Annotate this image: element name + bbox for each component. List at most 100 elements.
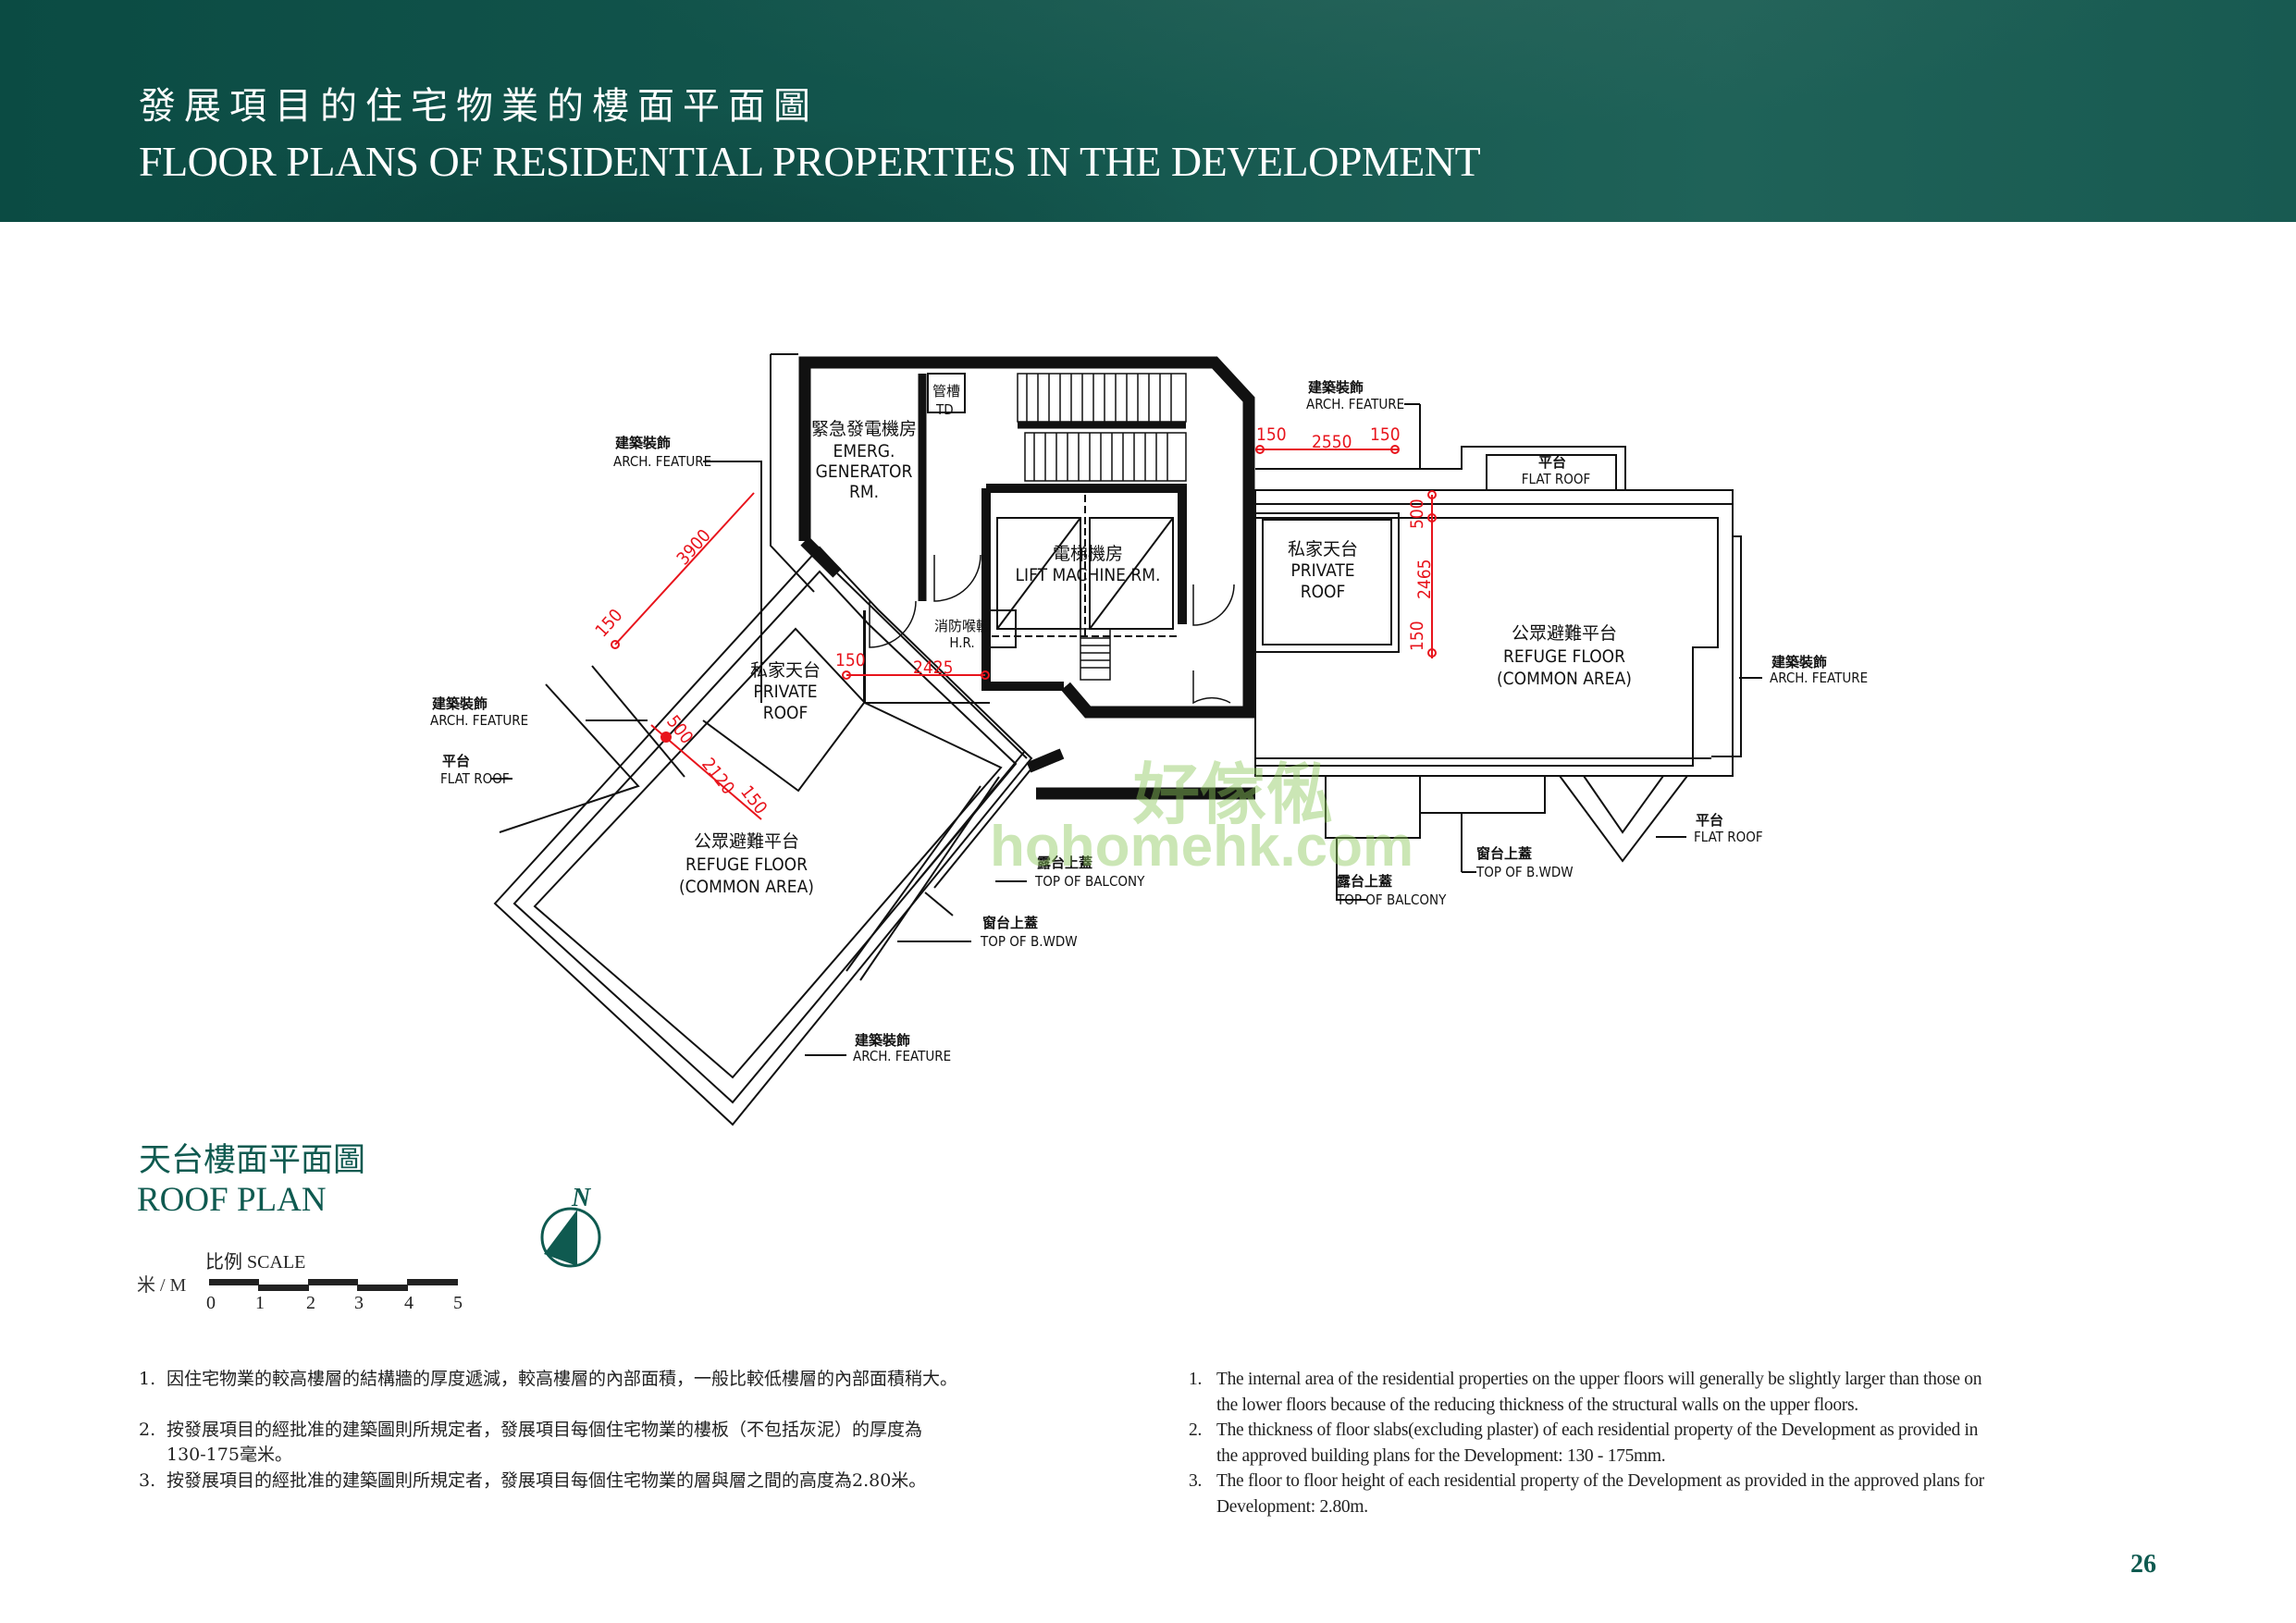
label-balcony-cn: 露台上蓋	[1337, 873, 1392, 890]
hose-reel-box	[981, 609, 1017, 648]
note-item: 1. The internal area of the residential …	[1189, 1367, 2188, 1418]
label-balcony-cn: 露台上蓋	[1037, 855, 1092, 871]
label-refuge-cn: 公眾避難平台	[694, 831, 799, 852]
roof-plan-title-en: ROOF PLAN	[137, 1181, 327, 1219]
label-refuge-cn: 公眾避難平台	[1512, 623, 1617, 644]
scale-tick: 3	[354, 1293, 364, 1313]
label-lift-cn: 電梯機房	[1053, 544, 1123, 564]
label-balcony-en: TOP OF BALCONY	[1336, 891, 1447, 908]
dimension-lines	[611, 445, 1437, 820]
scale-unit: 米 / M	[137, 1275, 187, 1296]
note-text: The floor to floor height of each reside…	[1216, 1471, 1984, 1517]
plan-linework	[490, 353, 1762, 1126]
private-roof-box	[1262, 519, 1392, 646]
label-hose-reel-en: H.R.	[949, 634, 974, 651]
label-arch-feature-en: ARCH. FEATURE	[1306, 396, 1404, 412]
note-item: 1. 因住宅物業的較高樓層的結構牆的厚度遞減，較高樓層的內部面積，一般比較低樓層…	[139, 1367, 1138, 1393]
note-item: 2. 按發展項目的經批准的建築圖則所規定者，發展項目每個住宅物業的樓板（不包括灰…	[139, 1418, 1138, 1469]
watermark-cn: 好傢俬	[1133, 758, 1334, 832]
label-private-roof-en: ROOF	[763, 703, 809, 723]
label-private-roof-en: PRIVATE	[753, 682, 817, 702]
label-generator-en: RM.	[849, 482, 879, 502]
dimension-150: 150	[835, 650, 866, 670]
lift-room-wall	[981, 484, 1187, 691]
label-private-roof-cn: 私家天台	[750, 660, 821, 681]
label-generator-en: GENERATOR	[816, 461, 913, 482]
north-arrow-icon: N	[540, 1184, 601, 1268]
page-title-cn: 發展項目的住宅物業的樓面平面圖	[139, 85, 819, 128]
roof-plan-title-cn: 天台樓面平面圖	[139, 1142, 366, 1179]
label-arch-feature-en: ARCH. FEATURE	[613, 453, 711, 470]
stairs	[1017, 373, 1187, 681]
plan-labels: 建築裝飾 ARCH. FEATURE 緊急發電機房 EMERG. GENERAT…	[430, 379, 1868, 1064]
label-flat-roof-cn: 平台	[442, 753, 470, 769]
scale-tick: 5	[453, 1293, 463, 1313]
note-text: 按發展項目的經批准的建築圖則所規定者，發展項目每個住宅物業的層與層之間的高度為2…	[167, 1469, 927, 1491]
label-hose-reel-cn: 消防喉轆	[934, 618, 990, 634]
core-outer-wall	[798, 356, 1255, 719]
dimension-2425: 2425	[913, 658, 954, 678]
dimension-3900: 3900	[673, 525, 714, 569]
label-private-roof-cn: 私家天台	[1288, 539, 1358, 559]
note-text: 按發展項目的經批准的建築圖則所規定者，發展項目每個住宅物業的樓板（不包括灰泥）的…	[167, 1419, 923, 1466]
label-flat-roof-cn: 平台	[1696, 812, 1723, 829]
label-lift-en: LIFT MACHINE RM.	[1016, 565, 1161, 585]
dimension-150: 150	[1370, 424, 1401, 445]
notes-english: 1. The internal area of the residential …	[1189, 1367, 2188, 1519]
note-item: 3. The floor to floor height of each res…	[1189, 1469, 2188, 1519]
label-refuge-en: REFUGE FLOOR	[1503, 646, 1625, 667]
label-private-roof-en: PRIVATE	[1290, 560, 1354, 581]
label-generator-en: EMERG.	[833, 441, 895, 461]
dimension-2465: 2465	[1414, 559, 1435, 600]
notes-chinese: 1. 因住宅物業的較高樓層的結構牆的厚度遞減，較高樓層的內部面積，一般比較低樓層…	[139, 1367, 1138, 1494]
label-refuge-en: (COMMON AREA)	[679, 877, 814, 897]
label-bwdw-en: TOP OF B.WDW	[1475, 864, 1574, 880]
note-text: 因住宅物業的較高樓層的結構牆的厚度遞減，較高樓層的內部面積，一般比較低樓層的內部…	[167, 1369, 958, 1389]
note-item: 3. 按發展項目的經批准的建築圖則所規定者，發展項目每個住宅物業的層與層之間的高…	[139, 1469, 1138, 1494]
label-flat-roof-en: FLAT ROOF	[1522, 471, 1591, 487]
label-private-roof-en: ROOF	[1301, 582, 1346, 602]
label-generator-cn: 緊急發電機房	[811, 419, 917, 439]
label-arch-feature-cn: 建築裝飾	[432, 695, 488, 712]
watermark-en: hohomehk.com	[990, 815, 1414, 879]
label-balcony-en: TOP OF BALCONY	[1034, 873, 1145, 890]
label-arch-feature-en: ARCH. FEATURE	[1770, 670, 1868, 686]
scale-tick: 4	[404, 1293, 414, 1313]
dimension-150: 150	[591, 605, 626, 641]
label-arch-feature-cn: 建築裝飾	[1771, 654, 1827, 670]
label-refuge-en: REFUGE FLOOR	[685, 855, 808, 875]
label-flat-roof-en: FLAT ROOF	[440, 770, 510, 787]
refuge-floor-outline	[493, 546, 1033, 1126]
label-arch-feature-cn: 建築裝飾	[1308, 379, 1364, 396]
dimension-500: 500	[1407, 498, 1427, 529]
label-bwdw-cn: 窗台上蓋	[982, 915, 1038, 931]
page-title-en: FLOOR PLANS OF RESIDENTIAL PROPERTIES IN…	[139, 138, 1481, 185]
dimension-150: 150	[1256, 424, 1287, 445]
label-arch-feature-cn: 建築裝飾	[615, 435, 671, 451]
label-bwdw-en: TOP OF B.WDW	[980, 933, 1078, 950]
label-arch-feature-en: ARCH. FEATURE	[853, 1048, 951, 1064]
dimension-500: 500	[662, 712, 697, 748]
label-flat-roof-cn: 平台	[1538, 454, 1566, 471]
dimension-2120: 2120	[697, 755, 738, 799]
dimension-150: 150	[1407, 621, 1427, 651]
label-arch-feature-cn: 建築裝飾	[855, 1032, 910, 1049]
scale-bar	[209, 1279, 458, 1291]
page-header: 發展項目的住宅物業的樓面平面圖 FLOOR PLANS OF RESIDENTI…	[0, 0, 2296, 222]
page-number: 26	[2130, 1550, 2156, 1579]
compass-label: N	[571, 1184, 592, 1212]
label-td-cn: 管槽	[932, 383, 960, 400]
private-roof-outline	[702, 610, 865, 793]
scale-label: 比例 SCALE	[205, 1252, 306, 1273]
scale-tick: 1	[255, 1293, 265, 1313]
note-item: 2. The thickness of floor slabs(excludin…	[1189, 1418, 2188, 1469]
label-td-en: TD	[935, 401, 954, 418]
scale-tick: 0	[206, 1293, 216, 1313]
dimension-150: 150	[736, 782, 771, 818]
td-box	[927, 373, 966, 413]
note-text: The internal area of the residential pro…	[1216, 1370, 1982, 1415]
label-flat-roof-en: FLAT ROOF	[1694, 829, 1763, 845]
label-refuge-en: (COMMON AREA)	[1497, 669, 1632, 689]
label-arch-feature-en: ARCH. FEATURE	[430, 712, 528, 729]
